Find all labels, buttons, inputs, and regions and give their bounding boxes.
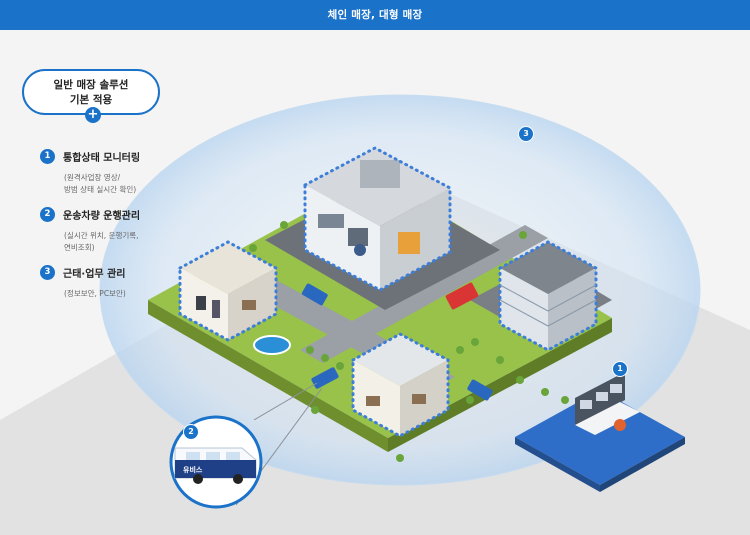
feature-title: 근태·업무 관리 (63, 269, 126, 280)
city-platform-side-right (388, 318, 612, 452)
building-right-office (498, 240, 598, 352)
bus-brand-label: 유비스 (183, 465, 203, 474)
delivery-truck (445, 282, 479, 310)
feature-title: 운송차량 운행관리 (63, 211, 141, 222)
city-illustration: 유비스 (0, 94, 750, 535)
building-central-hq (303, 146, 452, 292)
plus-icon: + (85, 107, 101, 123)
bus-vehicles (301, 283, 493, 401)
intro-pill: 일반 매장 솔루션 기본 적용 + (22, 69, 160, 123)
feature-item-vehicle: 2 운송차량 운행관리 (실시간 위치, 운행기록,연비조회) (40, 204, 164, 254)
intro-line-1: 일반 매장 솔루션 (53, 79, 129, 91)
zoom-connector (253, 382, 318, 421)
feature-number: 3 (40, 265, 55, 280)
feature-number: 2 (40, 207, 55, 222)
feature-title: 통합상태 모니터링 (63, 153, 141, 164)
zoom-bus: 유비스 (174, 447, 257, 484)
building-left-store (178, 240, 278, 342)
feature-desc: (정보보안, PC보안) (64, 289, 126, 298)
intro-line-2: 기본 적용 (69, 94, 113, 106)
control-room (515, 372, 685, 492)
trees (249, 221, 569, 462)
badge-3: 3 (518, 126, 534, 142)
feature-desc: (원격사업장 영상/방범 상태 실시간 확인) (64, 173, 137, 194)
feature-item-attendance: 3 근태·업무 관리 (정보보안, PC보안) (40, 262, 164, 300)
feature-number: 1 (40, 149, 55, 164)
city-platform-side (148, 300, 388, 452)
feature-item-monitoring: 1 통합상태 모니터링 (원격사업장 영상/방범 상태 실시간 확인) (40, 146, 164, 196)
feature-desc: (실시간 위치, 운행기록,연비조회) (64, 231, 139, 252)
page-header: 체인 매장, 대형 매장 (0, 0, 750, 30)
badge-1: 1 (612, 361, 628, 377)
road-vertical (300, 225, 548, 363)
badge-2: 2 (183, 424, 199, 440)
pond (253, 335, 291, 355)
building-front-store (351, 332, 450, 438)
